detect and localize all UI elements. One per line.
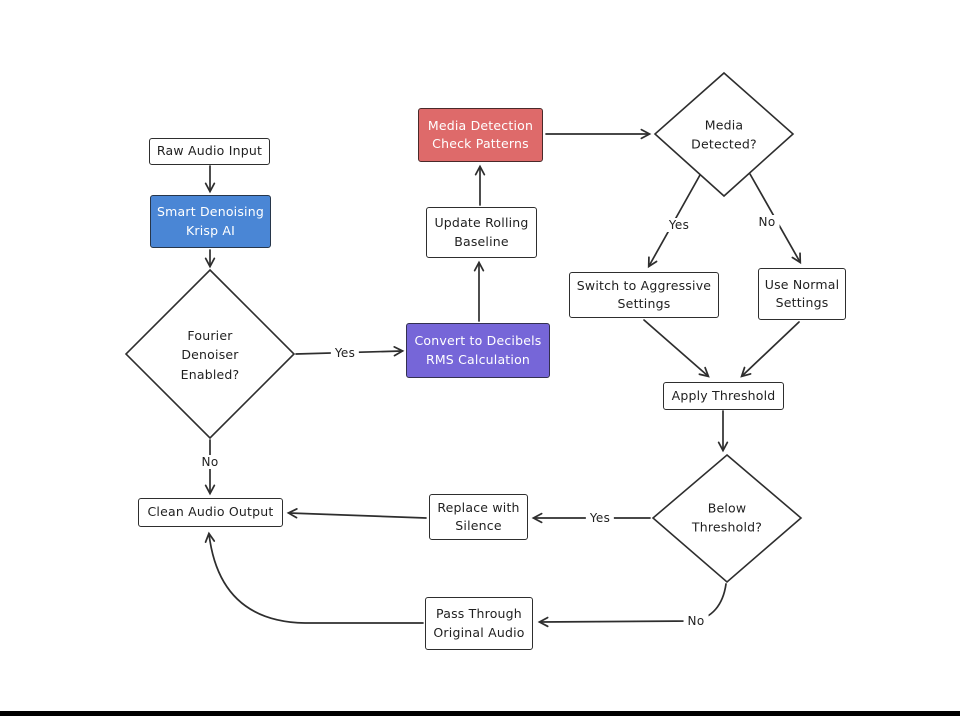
fourier-denoiser-diamond-shape bbox=[124, 268, 296, 440]
node-pass-through: Pass Through Original Audio bbox=[425, 597, 533, 650]
node-below-threshold-label: Below Threshold? bbox=[691, 500, 763, 535]
below-threshold-diamond-shape bbox=[651, 453, 803, 584]
node-apply-threshold: Apply Threshold bbox=[663, 382, 784, 410]
node-raw-audio-input: Raw Audio Input bbox=[149, 138, 270, 165]
node-replace-silence: Replace with Silence bbox=[429, 494, 528, 540]
node-smart-denoising: Smart Denoising Krisp AI bbox=[150, 195, 271, 248]
node-media-detection: Media Detection Check Patterns bbox=[418, 108, 543, 162]
node-use-normal: Use Normal Settings bbox=[758, 268, 846, 320]
edge-label-below-yes: Yes bbox=[585, 511, 615, 525]
media-detected-diamond-shape bbox=[653, 71, 795, 198]
node-switch-aggressive: Switch to Aggressive Settings bbox=[569, 272, 719, 318]
arrow-replace-to-clean bbox=[286, 508, 427, 519]
node-media-detected-label: Media Detected? bbox=[691, 117, 757, 152]
edge-label-fourier-yes: Yes bbox=[330, 346, 360, 360]
arrow-aggressive-to-apply bbox=[643, 319, 710, 378]
bottom-edge-bar bbox=[0, 711, 960, 716]
node-convert-decibels: Convert to Decibels RMS Calculation bbox=[406, 323, 550, 378]
arrow-normal-to-apply bbox=[740, 321, 800, 378]
edge-label-media-no: No bbox=[754, 215, 780, 229]
node-fourier-denoiser-label: Fourier Denoiser Enabled? bbox=[180, 327, 240, 382]
node-update-baseline: Update Rolling Baseline bbox=[426, 207, 537, 258]
edge-label-fourier-no: No bbox=[197, 455, 223, 469]
edge-label-below-no: No bbox=[683, 614, 709, 628]
edge-label-media-yes: Yes bbox=[664, 218, 694, 232]
node-clean-output: Clean Audio Output bbox=[138, 498, 283, 527]
arrow-pass-to-clean bbox=[204, 531, 424, 624]
